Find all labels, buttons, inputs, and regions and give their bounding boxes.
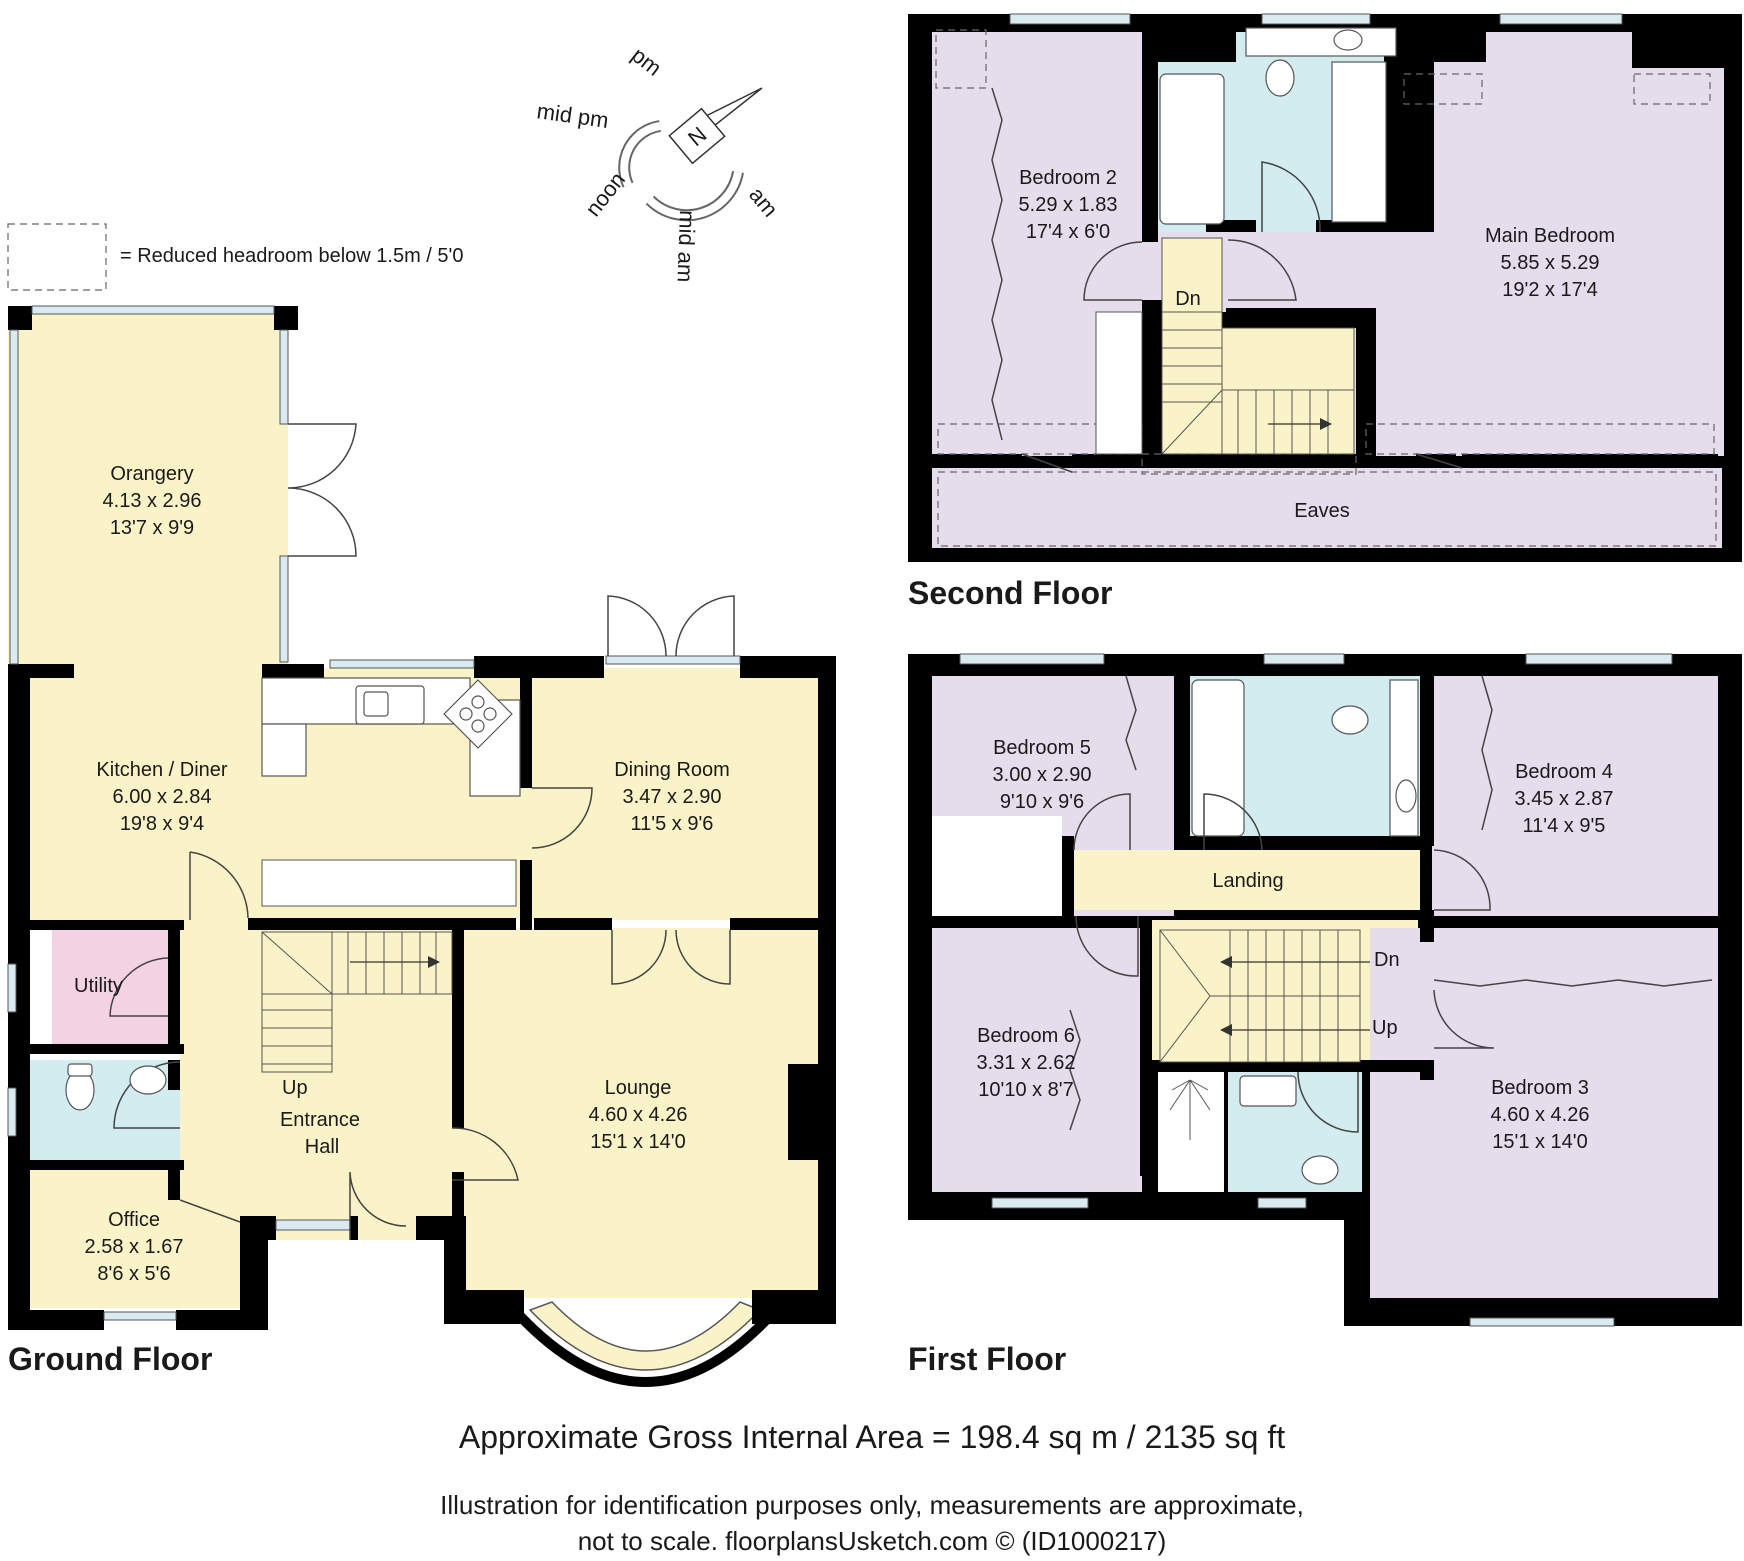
compass: N pm mid pm noon mid am am [535,42,783,283]
bedroom5-metric: 3.00 x 2.90 [993,764,1092,786]
utility-room [52,928,180,1048]
hall-name-2: Hall [305,1136,339,1158]
dining-metric: 3.47 x 2.90 [623,786,722,808]
dining-imperial: 11'5 x 9'6 [631,813,714,835]
orangery-room [8,306,288,670]
eaves-room [932,468,1722,548]
compass-mid-pm: mid pm [535,98,610,133]
compass-am: am [744,182,783,221]
kitchen-name: Kitchen / Diner [96,759,228,781]
bedroom3-imperial: 15'1 x 14'0 [1492,1131,1588,1153]
eaves-name: Eaves [1294,500,1350,522]
shower-icon [1169,1079,1211,1140]
landing-room [1074,850,1420,910]
toilet-icon [65,1063,95,1111]
office-name: Office [108,1209,160,1231]
second-floor: Bedroom 2 5.29 x 1.83 17'4 x 6'0 Main Be… [908,13,1742,611]
kitchen-metric: 6.00 x 2.84 [113,786,212,808]
office-imperial: 8'6 x 5'6 [97,1263,170,1285]
orangery-name: Orangery [110,463,193,485]
hall-name-1: Entrance [280,1109,360,1131]
orangery-metric: 4.13 x 2.96 [103,490,202,512]
ground-staircase [261,931,453,1073]
basin-icon [1239,1075,1297,1107]
bedroom6-room [932,928,1142,1192]
dining-name: Dining Room [614,759,730,781]
bedroom6-name: Bedroom 6 [977,1025,1075,1047]
hob-icon [443,679,513,749]
second-staircase [1161,237,1355,455]
bedroom4-imperial: 11'4 x 9'5 [1523,815,1606,837]
compass-pm: pm [627,42,666,81]
basin-icon [129,1065,167,1095]
bedroom5-imperial: 9'10 x 9'6 [1000,791,1084,813]
main-bedroom-name: Main Bedroom [1485,225,1615,247]
ground-floor: Orangery 4.13 x 2.96 13'7 x 9'9 Kitchen … [7,305,836,1387]
bedroom2-imperial: 17'4 x 6'0 [1026,221,1110,243]
legend: = Reduced headroom below 1.5m / 5'0 [7,223,463,291]
bedroom2-name: Bedroom 2 [1019,167,1117,189]
dining-cupboard [740,1064,788,1160]
second-floor-title: Second Floor [908,575,1112,611]
ground-floor-title: Ground Floor [8,1341,212,1377]
office-metric: 2.58 x 1.67 [85,1236,184,1258]
first-floor: Bedroom 5 3.00 x 2.90 9'10 x 9'6 Bedroom… [908,653,1742,1377]
disclaimer-line-1: Illustration for identification purposes… [440,1490,1304,1520]
dining-room [520,668,836,920]
hall-up: Up [282,1077,308,1099]
utility-name: Utility [74,975,123,997]
lounge-imperial: 15'1 x 14'0 [590,1131,686,1153]
disclaimer-line-2: not to scale. floorplansUsketch.com © (I… [578,1526,1167,1556]
bedroom6-imperial: 10'10 x 8'7 [978,1079,1074,1101]
toilet-icon [1265,59,1295,97]
second-stairs-dn: Dn [1175,288,1201,310]
first-floor-title: First Floor [908,1341,1066,1377]
bedroom6-metric: 3.31 x 2.62 [977,1052,1076,1074]
office-room [8,1160,248,1308]
bedroom3-metric: 4.60 x 4.26 [1491,1104,1590,1126]
north-arrow-icon [704,87,763,128]
compass-mid-am: mid am [672,210,700,283]
toilet-icon [1331,705,1369,735]
landing-up: Up [1372,1017,1398,1039]
bedroom3-name: Bedroom 3 [1491,1077,1589,1099]
gross-area: Approximate Gross Internal Area = 198.4 … [459,1419,1285,1455]
bedroom2-metric: 5.29 x 1.83 [1019,194,1118,216]
main-bedroom-imperial: 19'2 x 17'4 [1502,279,1598,301]
basin-icon [1333,29,1363,51]
bedroom4-metric: 3.45 x 2.87 [1515,788,1614,810]
bedroom5-name: Bedroom 5 [993,737,1091,759]
landing-dn: Dn [1374,949,1400,971]
main-bedroom-metric: 5.85 x 5.29 [1501,252,1600,274]
bedroom4-name: Bedroom 4 [1515,761,1613,783]
lounge-metric: 4.60 x 4.26 [589,1104,688,1126]
basin-icon [1395,779,1417,813]
lounge-name: Lounge [605,1077,672,1099]
orangery-imperial: 13'7 x 9'9 [110,517,194,539]
toilet-icon [1301,1155,1339,1185]
legend-text: = Reduced headroom below 1.5m / 5'0 [120,245,463,267]
landing-name: Landing [1212,870,1283,892]
reduced-headroom-swatch [7,223,107,291]
first-staircase [1159,929,1370,1063]
kitchen-imperial: 19'8 x 9'4 [120,813,204,835]
